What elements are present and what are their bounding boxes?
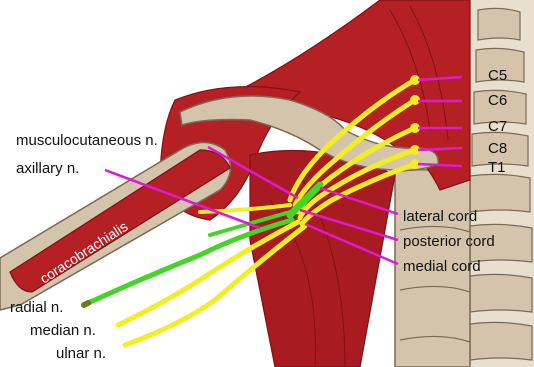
root-label-c8: C8 (488, 141, 507, 157)
nerve-label-ulnar: ulnar n. (56, 346, 106, 362)
cord-label-lateral: lateral cord (403, 209, 477, 225)
nerve-label-axillary: axillary n. (16, 161, 79, 177)
vertebral-column (470, 0, 534, 367)
root-label-c5: C5 (488, 68, 507, 84)
root-label-t1: T1 (488, 160, 506, 176)
nerve-label-median: median n. (30, 323, 96, 339)
root-label-c6: C6 (488, 93, 507, 109)
nerve-label-musculocutaneous: musculocutaneous n. (16, 133, 158, 149)
cord-label-posterior: posterior cord (403, 234, 495, 250)
nerve-label-radial: radial n. (10, 300, 63, 316)
root-label-c7: C7 (488, 119, 507, 135)
cord-label-medial: medial cord (403, 259, 481, 275)
